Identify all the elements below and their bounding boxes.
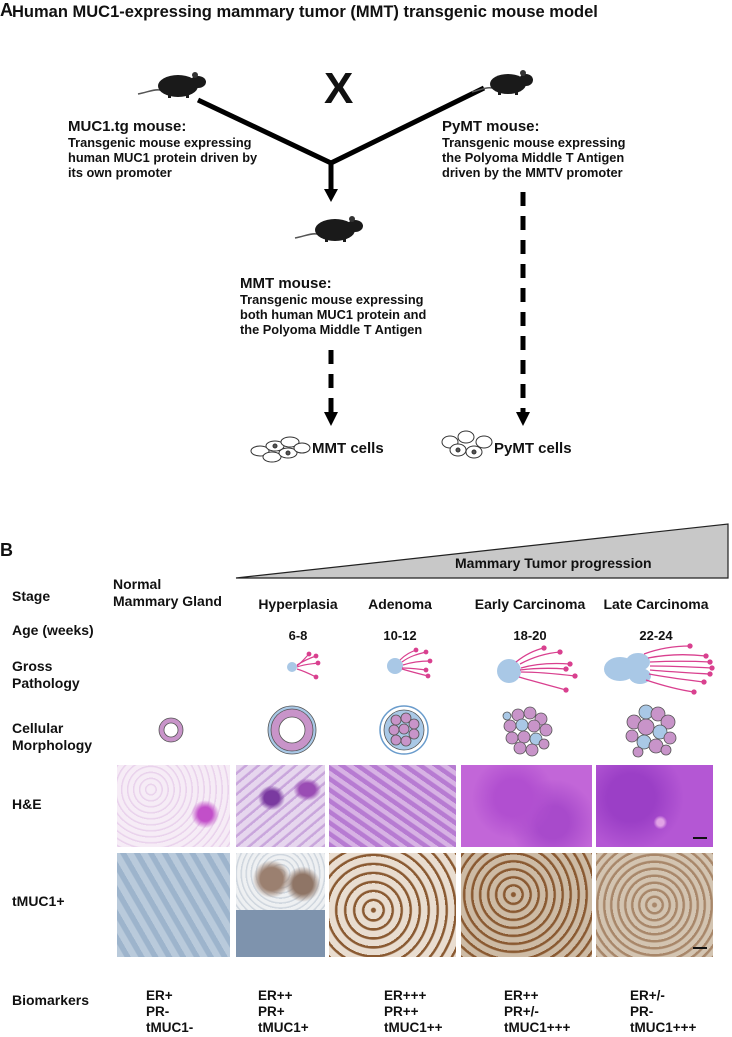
normal-gland-header: Normal Mammary Gland	[113, 576, 222, 610]
mmt-mouse-name: MMT mouse:	[240, 275, 332, 292]
row-label-tmuc1: tMUC1+	[12, 893, 65, 909]
panel-a-label: A	[0, 0, 13, 20]
panel-b-label: B	[0, 540, 13, 560]
he-image-normal	[117, 765, 230, 847]
stage-early-carcinoma: Early Carcinoma	[474, 596, 586, 612]
pymt-mouse-name: PyMT mouse:	[442, 118, 540, 135]
row-label-biomarkers: Biomarkers	[12, 992, 90, 1008]
scale-bar	[693, 837, 707, 839]
gross-hyperplasia	[287, 651, 321, 680]
pymt-desc-line: driven by the MMTV promoter	[442, 165, 623, 180]
muc1-mouse-name: MUC1.tg mouse:	[68, 118, 187, 135]
biomarker-tmuc1: tMUC1+	[258, 1020, 309, 1035]
age-hyperplasia: 6-8	[288, 628, 308, 643]
gross-adenoma	[387, 647, 433, 679]
biomarker-tmuc1: tMUC1-	[146, 1020, 194, 1035]
row-label-cellular-line: Cellular	[12, 720, 64, 736]
cell-late-carcinoma	[625, 704, 677, 758]
ihc-image-adenoma	[329, 853, 456, 957]
mmt-cells-icon	[250, 436, 311, 463]
ihc-image-early-carcinoma	[461, 853, 592, 957]
muc1-desc-line: human MUC1 protein driven by	[68, 150, 258, 165]
biomarker-tmuc1: tMUC1+++	[630, 1020, 697, 1035]
biomarker-pr: PR-	[630, 1004, 654, 1019]
row-label-he: H&E	[12, 796, 42, 812]
biomarker-pr: PR++	[384, 1004, 419, 1019]
cell-early-carcinoma	[502, 706, 553, 757]
biomarker-pr: PR-	[146, 1004, 170, 1019]
muc1-desc-line: its own promoter	[68, 165, 172, 180]
muc1-mouse-block: MUC1.tg mouse: Transgenic mouse expressi…	[68, 118, 257, 180]
cross-symbol: X	[324, 64, 354, 113]
biomarkers-late-carcinoma: ER+/- PR- tMUC1+++	[630, 988, 696, 1036]
biomarker-er: ER+	[146, 988, 173, 1003]
mmt-desc-line: both human MUC1 protein and	[240, 307, 427, 322]
row-label-gross: Gross Pathology	[12, 658, 80, 692]
row-label-cellular: Cellular Morphology	[12, 720, 92, 754]
biomarkers-early-carcinoma: ER++ PR+/- tMUC1+++	[504, 988, 570, 1036]
stage-adenoma: Adenoma	[368, 596, 432, 612]
muc1-desc-line: Transgenic mouse expressing	[68, 135, 252, 150]
cell-normal	[158, 717, 184, 743]
ihc-image-normal	[117, 853, 230, 957]
mmt-mouse-block: MMT mouse: Transgenic mouse expressing b…	[240, 275, 426, 337]
he-image-adenoma	[329, 765, 456, 847]
biomarker-pr: PR+/-	[504, 1004, 539, 1019]
row-label-gross-line: Pathology	[12, 675, 80, 691]
cell-adenoma	[379, 705, 429, 755]
row-label-gross-line: Gross	[12, 658, 53, 674]
he-image-late-carcinoma	[596, 765, 713, 847]
biomarkers-hyperplasia: ER++ PR+ tMUC1+	[258, 988, 309, 1036]
gross-early-carcinoma	[497, 645, 578, 693]
biomarker-er: ER+++	[384, 988, 427, 1003]
pymt-cells-icon	[441, 430, 493, 459]
gross-late-carcinoma	[604, 643, 715, 695]
biomarker-pr: PR+	[258, 1004, 285, 1019]
pymt-cells-label: PyMT cells	[494, 440, 572, 457]
scale-bar	[693, 947, 707, 949]
biomarker-tmuc1: tMUC1+++	[504, 1020, 571, 1035]
row-label-cellular-line: Morphology	[12, 737, 93, 753]
figure-title: Human MUC1-expressing mammary tumor (MMT…	[12, 3, 598, 21]
pymt-mouse-block: PyMT mouse: Transgenic mouse expressing …	[442, 118, 626, 180]
ihc-image-late-carcinoma	[596, 853, 713, 957]
stage-hyperplasia: Hyperplasia	[258, 596, 338, 612]
mouse-icon-muc1	[137, 72, 206, 98]
he-image-early-carcinoma	[461, 765, 592, 847]
row-label-age: Age (weeks)	[12, 622, 94, 638]
biomarker-er: ER+/-	[630, 988, 665, 1003]
normal-gland-line: Mammary Gland	[113, 593, 222, 609]
biomarker-er: ER++	[504, 988, 539, 1003]
pymt-desc-line: Transgenic mouse expressing	[442, 135, 626, 150]
mmt-desc-line: the Polyoma Middle T Antigen	[240, 322, 423, 337]
mmt-desc-line: Transgenic mouse expressing	[240, 292, 424, 307]
mouse-icon-pymt	[471, 70, 533, 95]
normal-gland-line: Normal	[113, 576, 162, 592]
ihc-image-hyperplasia	[236, 853, 325, 957]
biomarker-er: ER++	[258, 988, 293, 1003]
age-early-carcinoma: 18-20	[513, 628, 547, 643]
stage-late-carcinoma: Late Carcinoma	[603, 596, 709, 612]
cell-hyperplasia	[267, 705, 317, 755]
row-label-stage: Stage	[12, 588, 51, 604]
mmt-cells-label: MMT cells	[312, 440, 384, 457]
age-late-carcinoma: 22-24	[639, 628, 673, 643]
biomarker-tmuc1: tMUC1++	[384, 1020, 443, 1035]
pymt-desc-line: the Polyoma Middle T Antigen	[442, 150, 625, 165]
biomarkers-normal: ER+ PR- tMUC1-	[146, 988, 193, 1036]
biomarkers-adenoma: ER+++ PR++ tMUC1++	[384, 988, 443, 1036]
progression-label: Mammary Tumor progression	[455, 555, 652, 571]
mouse-icon-mmt	[294, 216, 363, 242]
he-image-hyperplasia	[236, 765, 325, 847]
age-adenoma: 10-12	[383, 628, 417, 643]
